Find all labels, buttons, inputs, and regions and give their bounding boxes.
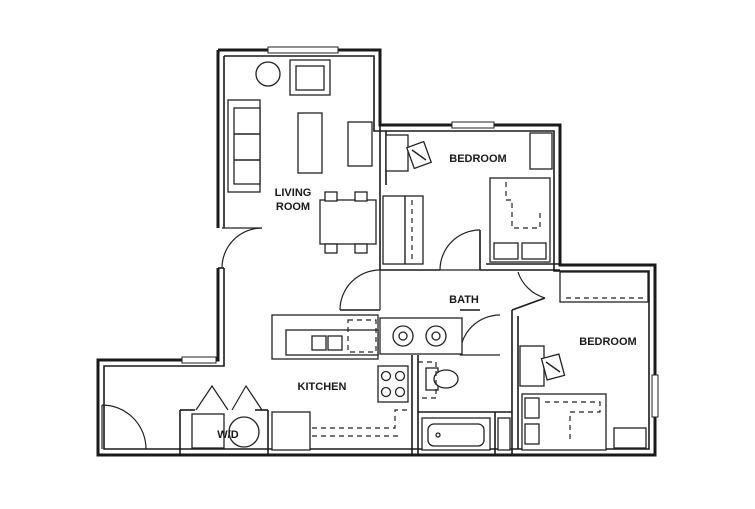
- dryer: [228, 416, 260, 448]
- closet-shelf: [559, 271, 649, 303]
- bed: [489, 177, 551, 263]
- label-washer-dryer: W/D: [217, 429, 238, 441]
- armchair: [289, 59, 331, 96]
- label-living-line1: LIVING: [275, 187, 312, 199]
- bedroom2-furniture: [519, 271, 649, 451]
- bathtub: [421, 417, 491, 451]
- dresser: [529, 132, 553, 170]
- stove-icon: [377, 365, 409, 403]
- windows: [181, 46, 659, 418]
- desk: [385, 134, 409, 172]
- dining-table: [319, 191, 377, 254]
- interior-walls: [179, 125, 560, 455]
- label-bedroom-1: BEDROOM: [449, 153, 506, 165]
- side-table: [255, 61, 281, 87]
- bedroom1-furniture: [382, 132, 553, 265]
- toilet-icon: [417, 361, 459, 399]
- refrigerator: [271, 411, 311, 451]
- bath-fixtures: [379, 317, 511, 451]
- desk: [519, 345, 545, 387]
- tv-stand: [347, 121, 373, 167]
- vanity-sinks: [379, 317, 463, 355]
- coffee-table: [297, 112, 323, 174]
- closet-shelf: [382, 195, 424, 265]
- nightstand: [613, 427, 647, 449]
- outer-walls: [96, 48, 657, 457]
- label-bedroom-2: BEDROOM: [579, 336, 636, 348]
- desk-chair-icon: [540, 353, 566, 381]
- washer: [191, 413, 225, 449]
- sofa: [227, 99, 261, 193]
- doors: [101, 227, 546, 450]
- room-labels: LIVING ROOM BEDROOM BEDROOM BATH KITCHEN…: [217, 153, 636, 441]
- living-furniture: [227, 59, 377, 254]
- label-kitchen: KITCHEN: [298, 381, 347, 393]
- counter-island: [271, 314, 379, 360]
- label-bath: BATH: [449, 294, 479, 306]
- linen-shelf: [497, 417, 511, 451]
- washer-dryer: [191, 413, 260, 449]
- label-living-line2: ROOM: [276, 201, 310, 213]
- bed: [521, 393, 607, 451]
- kitchen-fixtures: [271, 314, 410, 451]
- desk-chair-icon: [405, 140, 433, 170]
